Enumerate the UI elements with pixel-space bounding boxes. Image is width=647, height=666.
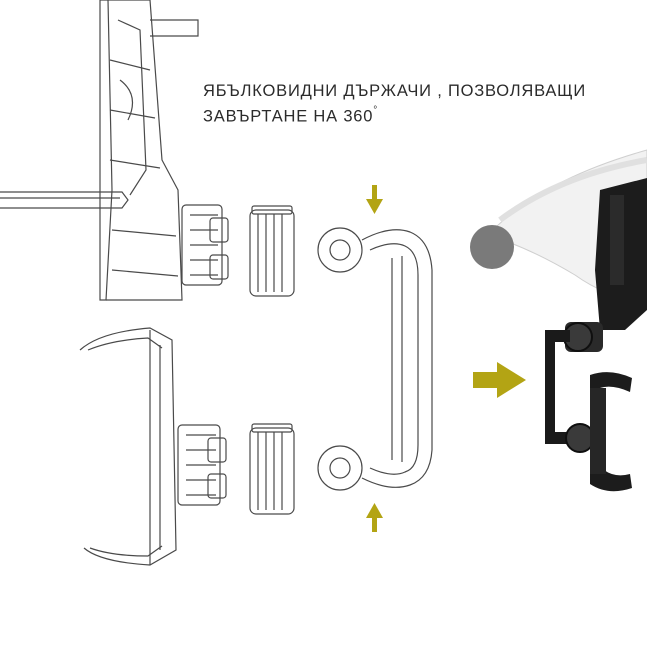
connecting-bracket [317,227,433,491]
caption-line-1: ЯБЪЛКОВИДНИ ДЪРЖАЧИ , ПОЗВОЛЯВАЩИ [203,82,587,100]
degree-symbol: ° [373,105,379,116]
device-knob [470,225,514,269]
caption-line-2: ЗАВЪРТАНЕ НА 360° [203,102,643,128]
arrow-down-icon [366,185,383,214]
lower-lock-nut [249,423,295,515]
arrow-right-icon [473,362,526,398]
arrow-up-icon [366,503,383,532]
feature-caption: ЯБЪЛКОВИДНИ ДЪРЖАЧИ , ПОЗВОЛЯВАЩИ ЗАВЪРТ… [203,80,643,128]
caption-line-2-text: ЗАВЪРТАНЕ НА 360 [203,107,374,126]
upper-clamp-line-art [0,0,199,301]
lower-ball-joint [177,424,227,506]
upper-lock-nut [249,205,295,297]
assembled-mount [470,149,647,492]
lower-clamp-line-art [79,327,177,566]
upper-ball-joint [181,204,229,286]
